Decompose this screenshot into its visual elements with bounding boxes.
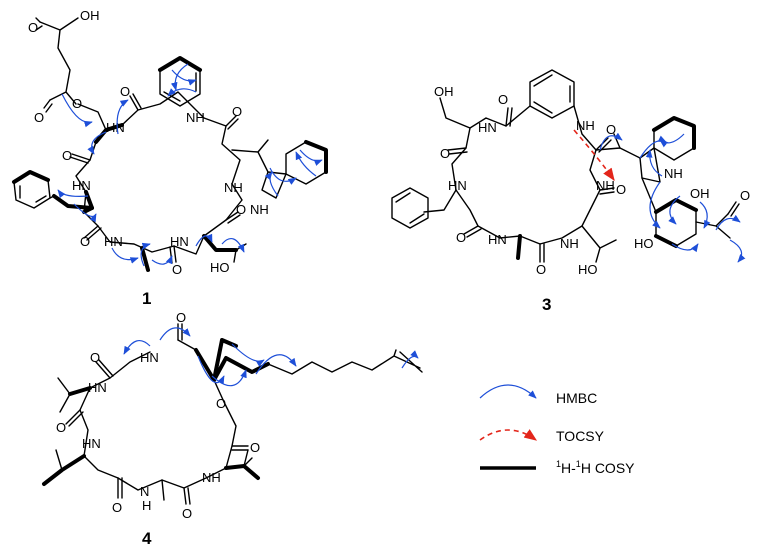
- atom-nh: NH: [576, 118, 595, 133]
- atom-hn: HN: [488, 232, 507, 247]
- atom-ho: HO: [210, 260, 230, 275]
- compound-4-structure: O HN O HN O HN O O NH O N H O 4: [42, 310, 423, 548]
- atom-o: O: [172, 262, 182, 277]
- atom-o: O: [250, 440, 260, 455]
- atom-oh: OH: [80, 8, 100, 23]
- compound-4-ala-methyl: [161, 479, 165, 501]
- legend-hmbc-swatch: [479, 384, 537, 399]
- compound-4-fatty-chain: [267, 349, 423, 375]
- compound-4-macrocycle: [79, 339, 237, 491]
- compound-3-ser-sidechain: [439, 97, 471, 129]
- atom-ho: HO: [578, 262, 598, 277]
- atom-o: O: [120, 84, 130, 99]
- atom-o: O: [112, 500, 122, 515]
- cosy-bond: [140, 246, 150, 272]
- atom-o: O: [90, 350, 100, 365]
- atom-o: O: [216, 396, 226, 411]
- atom-nh: NH: [560, 236, 579, 251]
- atom-hn: HN: [104, 234, 123, 249]
- compound-4-hmbc-arrows: [123, 327, 419, 387]
- legend-tocsy-label: TOCSY: [556, 428, 605, 444]
- compound-3-thr-sidechain: [581, 225, 617, 263]
- compound-label-1: 1: [142, 289, 151, 308]
- cosy-bond: [212, 338, 238, 382]
- atom-hn: HN: [170, 234, 189, 249]
- legend: HMBC TOCSY 1H-1H COSY: [479, 384, 635, 476]
- cosy-bond: [68, 386, 92, 396]
- cosy-bond: [194, 348, 270, 382]
- atom-nh: NH: [664, 166, 683, 181]
- compound-1-macrocycle: [69, 91, 243, 264]
- atom-o: O: [236, 202, 246, 217]
- compound-1-indole-ring: [231, 139, 328, 199]
- atom-o: O: [498, 92, 508, 107]
- cosy-bond: [224, 464, 260, 480]
- atom-hn: HN: [478, 120, 497, 135]
- compound-1-succinate-chain: OH O O O: [28, 8, 107, 131]
- compound-4-val-sidechain: [57, 377, 91, 413]
- cosy-bond: [42, 454, 86, 486]
- compound-1-phenyl-ring: [12, 170, 55, 209]
- atom-o: O: [182, 506, 192, 521]
- atom-hn: HN: [448, 178, 467, 193]
- compound-1-thr-sidechain: [233, 243, 247, 263]
- atom-oh: OH: [434, 84, 454, 99]
- legend-hmbc-label: HMBC: [556, 390, 597, 406]
- atom-o: O: [536, 262, 546, 277]
- compound-4-val2-sidechain: [243, 449, 253, 467]
- cosy-bond: [516, 234, 522, 260]
- atom-o: O: [72, 96, 82, 111]
- atom-hn: HN: [106, 120, 125, 135]
- atom-o: O: [176, 310, 186, 325]
- compound-3-hmbc-arrows: [599, 132, 746, 263]
- compound-3-phenyl-ring: [391, 187, 457, 229]
- compound-4-leu-sidechain: [55, 449, 63, 471]
- compound-1-anthranilate-ring: [158, 56, 202, 107]
- atom-o: O: [740, 188, 750, 203]
- atom-nh: NH: [202, 470, 221, 485]
- atom-hn: HN: [88, 380, 107, 395]
- compound-label-3: 3: [542, 295, 551, 314]
- cosy-bond: [52, 194, 94, 210]
- atom-o: O: [34, 110, 44, 125]
- atom-o: O: [456, 230, 466, 245]
- atom-o: O: [28, 20, 38, 35]
- compound-3-structure: OH O HN NH O O HN NH O NH OH O HO O HN N…: [391, 69, 750, 314]
- atom-nh: NH: [224, 180, 243, 195]
- atom-ho: HO: [634, 236, 654, 251]
- atom-nh: NH: [186, 110, 205, 125]
- atom-o: O: [62, 148, 72, 163]
- compound-1-hmbc-arrows: [57, 63, 323, 267]
- compound-3-anthranilate-ring: [529, 69, 575, 119]
- compound-3-macrocycle: [451, 105, 601, 245]
- atom-o: O: [80, 234, 90, 249]
- atom-o: O: [440, 146, 450, 161]
- legend-cosy-label: 1H-1H COSY: [556, 459, 635, 476]
- atom-h: H: [142, 498, 151, 513]
- legend-tocsy-swatch: [479, 429, 538, 441]
- compound-label-4: 4: [142, 529, 152, 548]
- atom-hn: HN: [82, 436, 101, 451]
- atom-hn: HN: [72, 178, 91, 193]
- atom-oh: OH: [690, 186, 710, 201]
- atom-o: O: [232, 104, 242, 119]
- compound-1-structure: OH O O O: [12, 8, 328, 308]
- atom-nh: NH: [596, 178, 615, 193]
- atom-hn: HN: [140, 350, 159, 365]
- atom-n: N: [140, 484, 149, 499]
- atom-o: O: [606, 122, 616, 137]
- atom-nh: NH: [250, 202, 269, 217]
- atom-o: O: [56, 420, 66, 435]
- atom-o: O: [616, 182, 626, 197]
